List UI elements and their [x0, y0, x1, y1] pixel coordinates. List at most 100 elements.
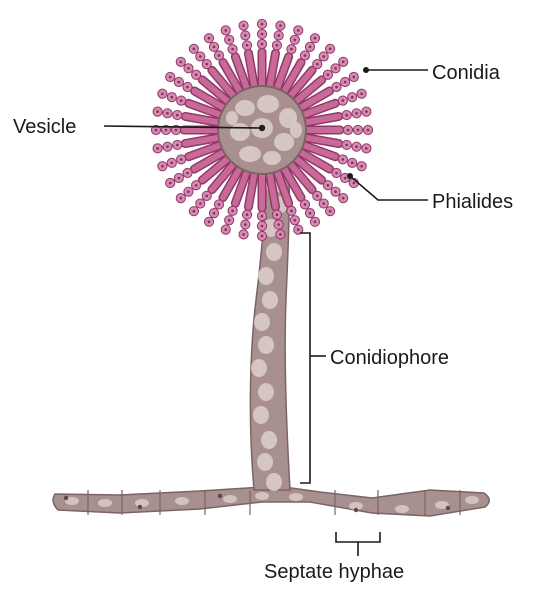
conidium-nucleus — [261, 23, 264, 26]
conidium-nucleus — [304, 203, 307, 206]
conidium-nucleus — [351, 162, 354, 165]
conidium-nucleus — [360, 165, 363, 168]
conidium-nucleus — [345, 144, 348, 147]
conidium-nucleus — [335, 172, 338, 175]
conidium-nucleus — [244, 34, 247, 37]
conidiophore-vacuole — [261, 431, 277, 449]
conidium-nucleus — [213, 46, 216, 49]
conidium-nucleus — [342, 61, 345, 64]
conidium-nucleus — [342, 197, 345, 200]
conidium-nucleus — [199, 55, 202, 58]
conidiophore-vacuole — [258, 267, 274, 285]
conidium-nucleus — [297, 228, 300, 231]
conidium-nucleus — [246, 44, 249, 47]
conidium-nucleus — [342, 158, 345, 161]
conidium-nucleus — [360, 92, 363, 95]
conidium-nucleus — [277, 34, 280, 37]
conidium-nucleus — [218, 54, 221, 57]
conidium-nucleus — [344, 81, 347, 84]
conidium-nucleus — [352, 182, 355, 185]
conidium-nucleus — [231, 210, 234, 213]
hyphae-vacuole — [255, 492, 269, 500]
conidium-nucleus — [297, 29, 300, 32]
conidium-nucleus — [290, 210, 293, 213]
conidium-nucleus — [195, 73, 198, 76]
conidium-nucleus — [345, 114, 348, 117]
conidiophore-vacuole — [253, 406, 269, 424]
conidium-nucleus — [242, 233, 245, 236]
conidiophore-vacuole — [262, 291, 278, 309]
conidium-nucleus — [156, 110, 159, 113]
conidium-nucleus — [187, 190, 190, 193]
conidium-nucleus — [352, 76, 355, 79]
conidium-nucleus — [367, 129, 370, 132]
septate-hyphae-structure — [53, 487, 489, 516]
conidium-nucleus — [304, 54, 307, 57]
conidium-nucleus — [175, 129, 178, 132]
conidium-nucleus — [261, 235, 264, 238]
leader-phialides — [350, 176, 428, 200]
conidium-nucleus — [228, 38, 231, 41]
hyphae-vacuole — [135, 499, 149, 507]
conidium-nucleus — [246, 213, 249, 216]
conidium-nucleus — [244, 223, 247, 226]
conidium-nucleus — [169, 182, 172, 185]
conidium-nucleus — [208, 220, 211, 223]
conidium-nucleus — [205, 63, 208, 66]
conidium-nucleus — [170, 162, 173, 165]
hyphae-vacuole — [98, 499, 112, 507]
hyphae-nucleus — [64, 496, 68, 500]
conidium-nucleus — [231, 48, 234, 51]
conidium-nucleus — [179, 197, 182, 200]
conidium-nucleus — [314, 37, 317, 40]
conidium-nucleus — [224, 228, 227, 231]
conidium-nucleus — [355, 145, 358, 148]
conidium-nucleus — [314, 220, 317, 223]
vesicle-vacuole — [257, 95, 279, 113]
conidium-nucleus — [186, 86, 189, 89]
conidium-nucleus — [261, 215, 264, 218]
leader-conidia-dot — [363, 67, 369, 73]
leader-phialides-dot — [347, 173, 353, 179]
conidium-nucleus — [294, 219, 297, 222]
conidium-nucleus — [355, 112, 358, 115]
conidium-nucleus — [357, 129, 360, 132]
conidium-nucleus — [218, 203, 221, 206]
conidium-nucleus — [322, 202, 325, 205]
conidium-nucleus — [365, 147, 368, 150]
conidium-nucleus — [205, 195, 208, 198]
conidium-nucleus — [277, 223, 280, 226]
conidial-head — [151, 19, 372, 240]
conidium-nucleus — [161, 92, 164, 95]
hyphae-vacuole — [175, 497, 189, 505]
conidium-nucleus — [279, 24, 282, 27]
bracket-septate-hyphae — [336, 532, 380, 542]
conidium-nucleus — [344, 177, 347, 180]
conidium-nucleus — [322, 55, 325, 58]
conidium-nucleus — [187, 67, 190, 70]
hyphae-filament — [53, 487, 489, 516]
hyphae-nucleus — [354, 508, 358, 512]
conidium-nucleus — [199, 202, 202, 205]
conidium-nucleus — [329, 47, 332, 50]
conidium-nucleus — [276, 213, 279, 216]
conidium-nucleus — [155, 129, 158, 132]
conidiophore-vacuole — [251, 359, 267, 377]
conidium-nucleus — [180, 99, 183, 102]
conidium-nucleus — [176, 114, 179, 117]
conidium-nucleus — [276, 44, 279, 47]
label-septate-hyphae: Septate hyphae — [264, 561, 404, 583]
conidium-nucleus — [334, 190, 337, 193]
conidium-nucleus — [166, 112, 169, 115]
vesicle-vacuole — [290, 122, 302, 138]
conidiophore-stalk — [250, 172, 290, 491]
label-conidiophore: Conidiophore — [330, 347, 449, 369]
conidium-nucleus — [213, 212, 216, 215]
conidium-nucleus — [156, 147, 159, 150]
hyphae-nucleus — [446, 506, 450, 510]
conidium-nucleus — [290, 48, 293, 51]
hyphae-nucleus — [218, 494, 222, 498]
conidium-nucleus — [176, 144, 179, 147]
